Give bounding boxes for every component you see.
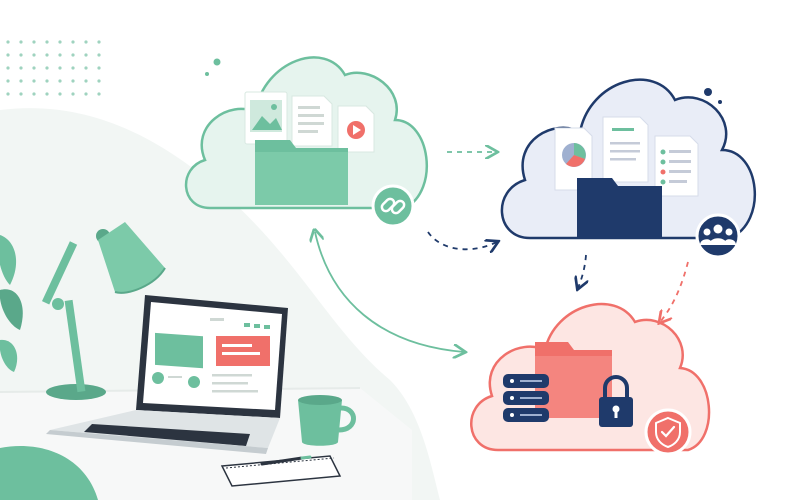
- grid-dot: [58, 92, 62, 96]
- coffee-mug: [298, 395, 356, 446]
- grid-dot: [45, 79, 49, 83]
- folder-icon: [535, 342, 612, 418]
- grid-dot: [6, 40, 10, 44]
- grid-dot: [71, 53, 75, 57]
- grid-dot: [19, 79, 23, 83]
- grid-dot: [19, 66, 23, 70]
- grid-dot: [45, 40, 49, 44]
- document-file-icon: [291, 95, 333, 147]
- grid-dot: [71, 66, 75, 70]
- grid-dot: [45, 92, 49, 96]
- grid-dot: [97, 79, 101, 83]
- grid-dot: [71, 92, 75, 96]
- cloud-navy: [500, 78, 757, 259]
- decor-dot: [205, 72, 209, 76]
- grid-dot: [19, 40, 23, 44]
- pie-chart-file-icon: [554, 127, 593, 191]
- grid-dot: [84, 53, 88, 57]
- grid-dot: [58, 40, 62, 44]
- cloud-green: [184, 56, 428, 228]
- grid-dot: [6, 92, 10, 96]
- arrow-curve-green-to-navy: [427, 231, 497, 249]
- grid-dot: [84, 40, 88, 44]
- team-icon: [695, 213, 741, 259]
- plant: [0, 235, 23, 372]
- pen: [260, 455, 312, 466]
- grid-dot: [71, 79, 75, 83]
- grid-dot: [32, 40, 36, 44]
- desk-lamp: [42, 222, 166, 400]
- folder-icon: [255, 140, 348, 205]
- folder-icon: [577, 178, 662, 238]
- database-icon: [503, 374, 549, 422]
- grid-dot: [45, 66, 49, 70]
- grid-dot: [32, 66, 36, 70]
- grid-dot: [71, 40, 75, 44]
- image-file-icon: [244, 91, 288, 145]
- arrow-navy-to-coral: [578, 254, 586, 288]
- chair: [0, 445, 98, 500]
- cloud-coral: [470, 302, 711, 456]
- video-file-icon: [337, 105, 375, 153]
- grid-dot: [58, 53, 62, 57]
- padlock-icon: [599, 375, 633, 427]
- document-file-icon: [602, 116, 649, 183]
- grid-dot: [84, 66, 88, 70]
- grid-dot: [84, 79, 88, 83]
- link-icon: [371, 184, 415, 228]
- decor-dot: [718, 100, 722, 104]
- grid-dot: [97, 92, 101, 96]
- laptop: [46, 295, 288, 454]
- grid-dot: [6, 53, 10, 57]
- shield-check-icon: [644, 408, 692, 456]
- decor-dot: [213, 58, 221, 66]
- grid-dot: [32, 92, 36, 96]
- arrow-green-coral-bidirectional: [315, 232, 464, 352]
- grid-dot: [84, 92, 88, 96]
- grid-dot: [32, 53, 36, 57]
- arrow-navy-to-coral-right: [660, 261, 689, 322]
- grid-dot: [19, 53, 23, 57]
- grid-dot: [32, 79, 36, 83]
- grid-dot: [58, 66, 62, 70]
- grid-dot: [97, 66, 101, 70]
- checklist-file-icon: [654, 135, 699, 197]
- dot-grid: [6, 40, 101, 96]
- grid-dot: [97, 40, 101, 44]
- decor-dot: [704, 88, 712, 96]
- grid-dot: [19, 92, 23, 96]
- grid-dot: [6, 66, 10, 70]
- grid-dot: [58, 79, 62, 83]
- grid-dot: [97, 53, 101, 57]
- grid-dot: [6, 79, 10, 83]
- grid-dot: [45, 53, 49, 57]
